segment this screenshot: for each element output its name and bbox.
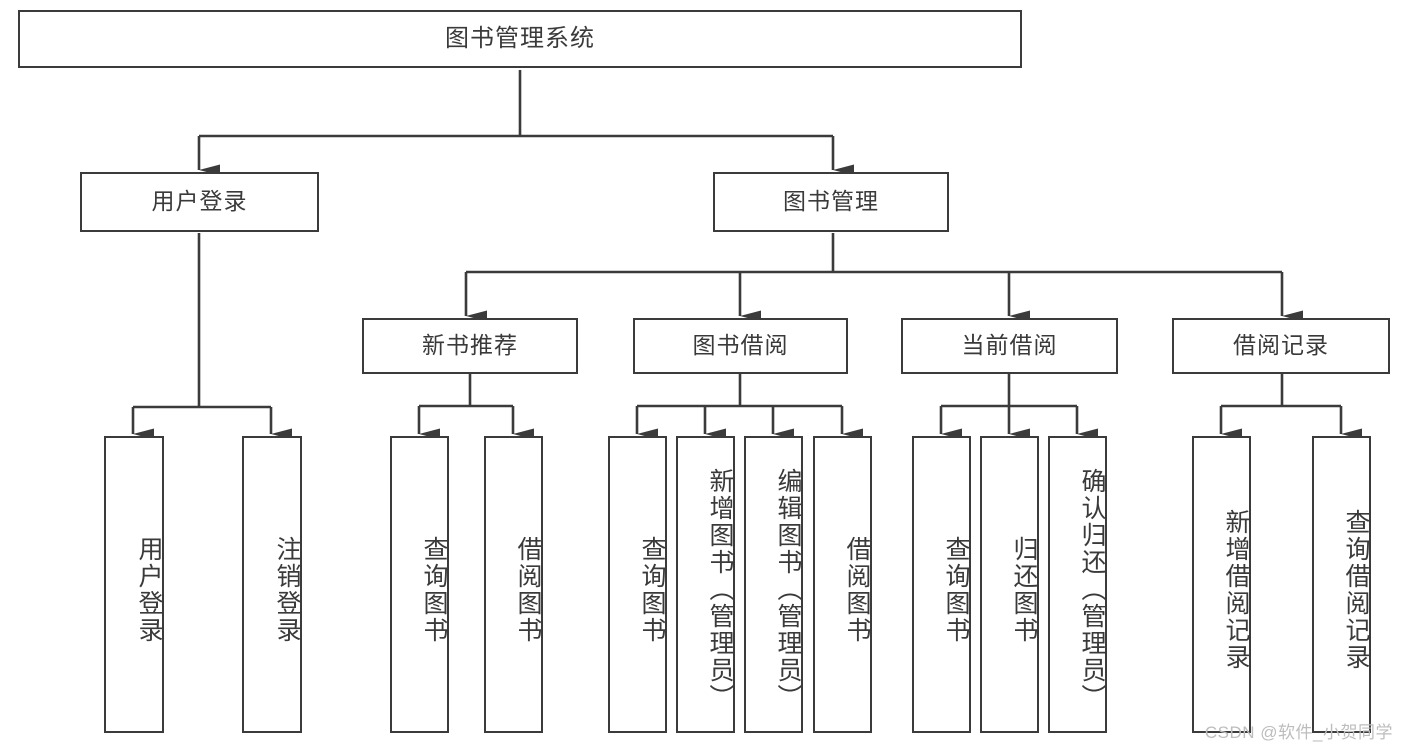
node-label: 图书管理 [783,188,879,215]
leaf-add-record[interactable]: 新增借阅记录 [1192,436,1251,733]
node-borrow-record[interactable]: 借阅记录 [1172,318,1390,374]
leaf-query-book-3[interactable]: 查询图书 [912,436,971,733]
node-label: 确认归还（管理员） [1078,468,1106,711]
node-label: 新书推荐 [422,332,518,359]
node-label: 图书管理系统 [445,24,595,52]
node-label: 用户登录 [151,188,248,215]
leaf-query-book-2[interactable]: 查询图书 [608,436,667,733]
leaf-query-record[interactable]: 查询借阅记录 [1312,436,1371,733]
node-label: 借阅图书 [843,535,871,644]
node-book-manage[interactable]: 图书管理 [713,172,949,232]
node-label: 借阅图书 [514,535,542,644]
node-new-book-recommend[interactable]: 新书推荐 [362,318,578,374]
node-current-borrow[interactable]: 当前借阅 [901,318,1118,374]
node-label: 查询图书 [942,535,970,644]
node-label: 注销登录 [273,535,301,644]
leaf-borrow-book-1[interactable]: 借阅图书 [484,436,543,733]
node-label: 用户登录 [135,535,163,644]
node-label: 查询图书 [638,535,666,644]
leaf-query-book-1[interactable]: 查询图书 [390,436,449,733]
node-label: 借阅记录 [1233,332,1329,359]
leaf-borrow-book-2[interactable]: 借阅图书 [813,436,872,733]
node-user-login[interactable]: 用户登录 [80,172,319,232]
leaf-logout-login[interactable]: 注销登录 [242,436,302,733]
csdn-watermark: CSDN @软件_小贺同学 [1204,723,1393,742]
leaf-return-book[interactable]: 归还图书 [980,436,1039,733]
node-label: 图书借阅 [692,332,789,359]
node-label: 归还图书 [1010,535,1038,644]
node-root-system[interactable]: 图书管理系统 [18,10,1022,68]
node-label: 编辑图书（管理员） [774,468,802,711]
leaf-user-login[interactable]: 用户登录 [104,436,164,733]
node-label: 新增图书（管理员） [706,468,734,711]
leaf-confirm-return[interactable]: 确认归还（管理员） [1048,436,1107,733]
node-book-borrow[interactable]: 图书借阅 [633,318,848,374]
node-label: 查询借阅记录 [1342,508,1370,671]
leaf-add-book[interactable]: 新增图书（管理员） [676,436,735,733]
node-label: 新增借阅记录 [1222,508,1250,671]
node-label: 查询图书 [420,535,448,644]
node-label: 当前借阅 [961,332,1058,359]
leaf-edit-book[interactable]: 编辑图书（管理员） [744,436,803,733]
